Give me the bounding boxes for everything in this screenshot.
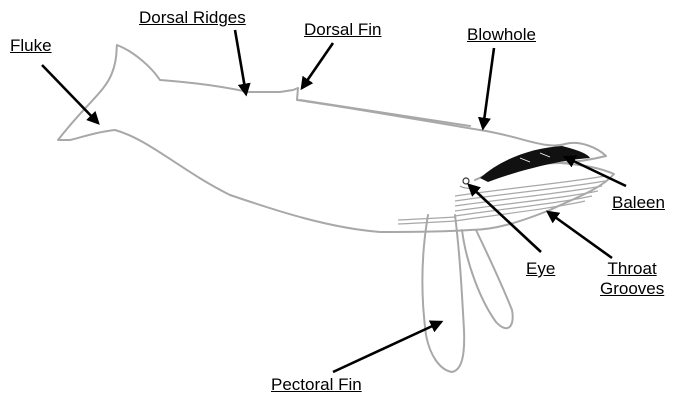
label-throat-grooves-line1: Throat: [600, 259, 664, 279]
rear-pectoral-fin: [462, 230, 513, 328]
label-eye: Eye: [526, 259, 555, 279]
baleen-arrow: [565, 157, 626, 186]
head-ridge-line: [300, 100, 470, 126]
label-blowhole: Blowhole: [467, 25, 536, 45]
label-pectoral-fin: Pectoral Fin: [271, 375, 362, 395]
front-pectoral-fin: [422, 215, 464, 372]
label-fluke: Fluke: [10, 36, 52, 56]
label-baleen: Baleen: [612, 193, 665, 213]
dorsal-ridges-arrow: [235, 30, 246, 94]
throat-grooves-arrow: [548, 212, 612, 258]
label-throat-grooves-line2: Grooves: [600, 279, 664, 299]
label-dorsal-ridges: Dorsal Ridges: [139, 8, 246, 28]
blowhole-arrow: [483, 48, 494, 128]
fluke-arrow: [42, 65, 98, 123]
pectoral-fin-arrow: [333, 322, 441, 372]
label-throat-grooves: Throat Grooves: [600, 259, 664, 299]
whale-eye: [463, 178, 469, 184]
dorsal-fin-arrow: [302, 43, 333, 88]
whale-body-outline: [58, 45, 614, 232]
label-dorsal-fin: Dorsal Fin: [304, 20, 381, 40]
